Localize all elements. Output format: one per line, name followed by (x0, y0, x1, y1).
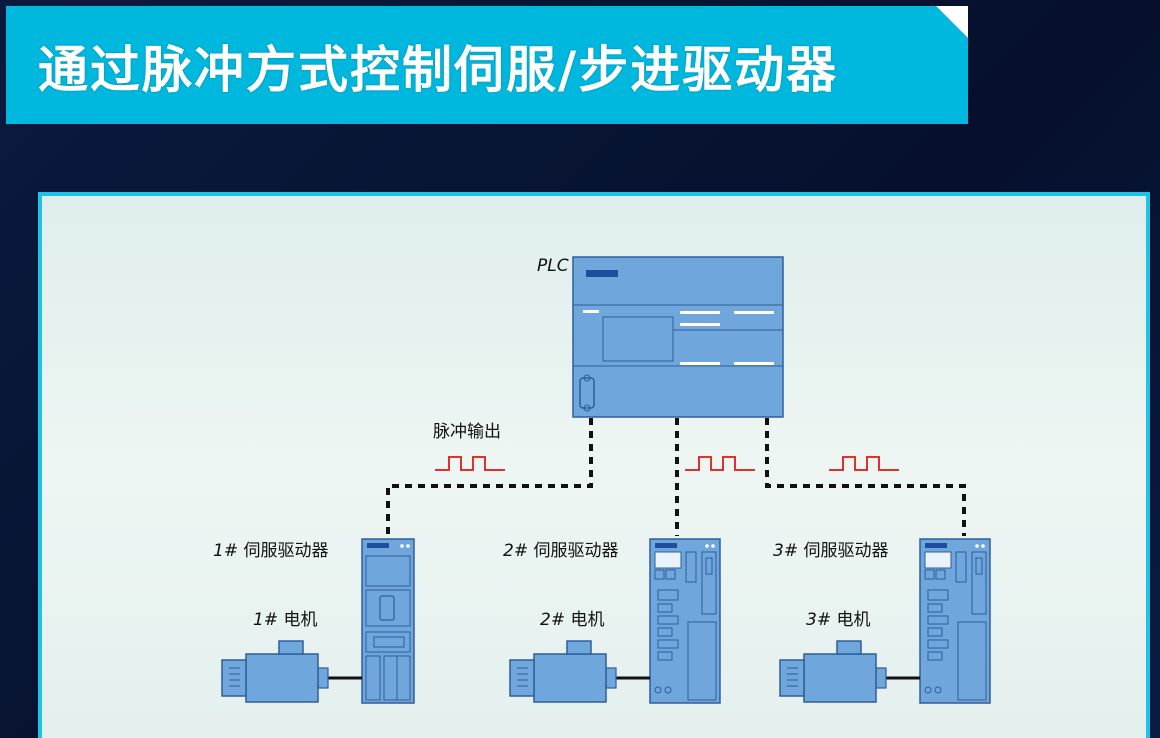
motor-2-number: 2# (540, 610, 565, 630)
motor-3-number: 3# (806, 610, 831, 630)
pulse-wiring (386, 418, 966, 536)
drive-2-label: 2# 伺服驱动器 (503, 541, 618, 561)
drive-2-text: 伺服驱动器 (533, 541, 618, 561)
pulse-waveforms (435, 456, 899, 471)
pulse-wave-1 (435, 456, 505, 471)
servo-motor-2 (509, 640, 650, 703)
servo-motor-3 (779, 640, 920, 703)
drive-3-number: 3# (773, 541, 798, 561)
drive-3-text: 伺服驱动器 (803, 541, 888, 561)
motor-2-text: 电机 (570, 610, 604, 630)
motor-1-number: 1# (253, 610, 278, 630)
drive-1-number: 1# (213, 541, 238, 561)
wire-drive-3 (765, 418, 966, 536)
plc-label: PLC (537, 256, 569, 276)
title-banner (6, 6, 968, 124)
plc-device (572, 256, 784, 418)
servo-drive-3 (919, 538, 991, 704)
motor-3-text: 电机 (836, 610, 870, 630)
page-title: 通过脉冲方式控制伺服/步进驱动器 (38, 41, 839, 99)
motor-1-text: 电机 (283, 610, 317, 630)
servo-drive-1 (361, 538, 415, 704)
drive-1-text: 伺服驱动器 (243, 541, 328, 561)
motor-3-label: 3# 电机 (806, 610, 870, 630)
pulse-wave-2 (685, 456, 755, 471)
wire-drive-1 (386, 418, 593, 536)
motor-2-label: 2# 电机 (540, 610, 604, 630)
pulse-output-label: 脉冲输出 (433, 422, 501, 442)
pulse-wave-3 (829, 456, 899, 471)
drive-3-label: 3# 伺服驱动器 (773, 541, 888, 561)
servo-drive-2 (649, 538, 721, 704)
motor-1-label: 1# 电机 (253, 610, 317, 630)
servo-motor-1 (221, 640, 362, 703)
drive-2-number: 2# (503, 541, 528, 561)
drive-1-label: 1# 伺服驱动器 (213, 541, 328, 561)
